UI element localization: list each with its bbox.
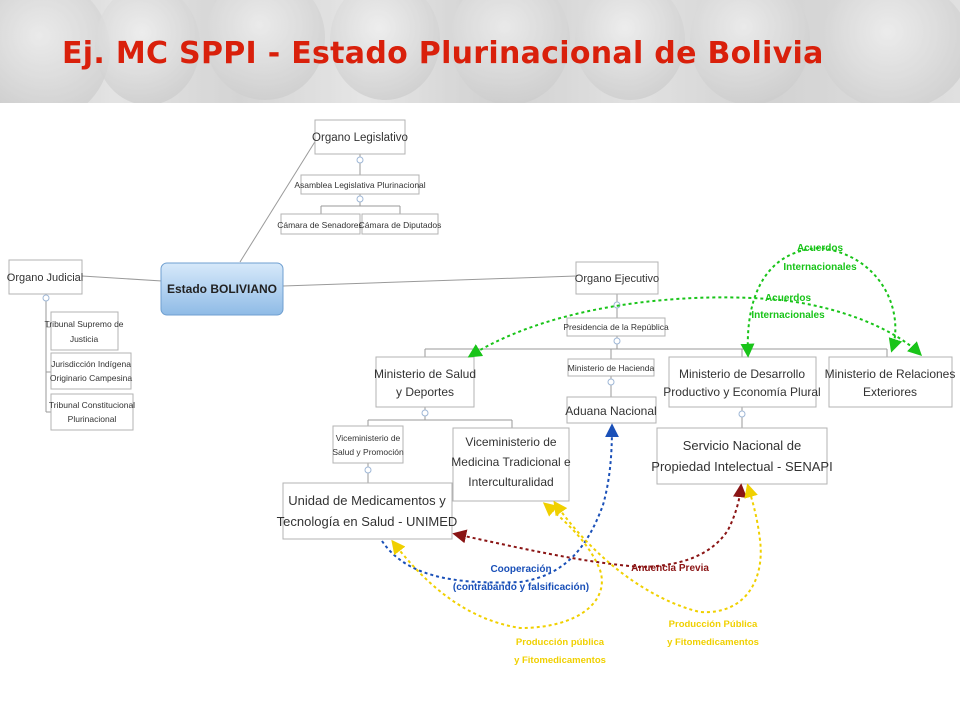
relation-produccion-2: Producción Pública y Fitomedicamentos <box>553 483 762 648</box>
node-ministerio-relaciones[interactable]: Ministerio de Relaciones Exteriores <box>825 356 956 408</box>
node-viceministerio-salud[interactable]: Viceministerio de Salud y Promoción <box>332 425 404 464</box>
relation-label: Internacionales <box>783 262 857 273</box>
relation-produccion-1: Producción pública y Fitomedicamentos <box>391 502 606 666</box>
header-photo <box>95 0 200 103</box>
node-label: Ministerio de Desarrollo <box>679 367 805 381</box>
relation-acuerdos-1: Acuerdos Internacionales <box>740 243 903 358</box>
node-label: Tecnología en Salud - UNIMED <box>277 514 458 529</box>
node-ministerio-hacienda[interactable]: Ministerio de Hacienda <box>567 358 655 377</box>
node-label: Productivo y Economía Plural <box>663 385 820 399</box>
node-label: Ministerio de Salud <box>374 367 476 381</box>
header-photo <box>575 0 685 100</box>
header-photo <box>205 0 325 100</box>
relation-acuerdos-2: Acuerdos Internacionales <box>467 293 923 358</box>
node-label: Interculturalidad <box>468 475 553 489</box>
node-tribunal-constitucional[interactable]: Tribunal Constitucional Plurinacional <box>49 393 135 431</box>
node-organo-ejecutivo[interactable]: Organo Ejecutivo <box>575 261 659 295</box>
node-label: Originario Campesina <box>50 373 132 383</box>
node-presidencia[interactable]: Presidencia de la República <box>563 317 669 337</box>
node-aduana[interactable]: Aduana Nacional <box>565 396 657 424</box>
node-viceministerio-medicina[interactable]: Viceministerio de Medicina Tradicional e… <box>451 427 571 502</box>
relation-label: Producción Pública <box>669 619 758 630</box>
node-label: Unidad de Medicamentos y <box>288 493 446 508</box>
node-organo-judicial[interactable]: Organo Judicial <box>7 259 83 295</box>
node-label: Presidencia de la República <box>563 322 669 332</box>
node-label: y Deportes <box>396 385 454 399</box>
node-jurisdiccion-indigena[interactable]: Jurisdicción Indígena Originario Campesi… <box>50 352 132 390</box>
relation-label: (contrabando y falsificación) <box>453 582 589 593</box>
node-label: Ministerio de Relaciones <box>825 367 956 381</box>
header-photo <box>0 0 110 103</box>
node-label: Propiedad Intelectual - SENAPI <box>651 459 832 474</box>
node-label: Tribunal Supremo de <box>44 319 123 329</box>
node-label: Justicia <box>70 334 99 344</box>
node-label: Tribunal Constitucional <box>49 400 135 410</box>
header-photo <box>450 0 570 103</box>
node-ministerio-salud[interactable]: Ministerio de Salud y Deportes <box>374 356 476 408</box>
node-label: Servicio Nacional de <box>683 438 802 453</box>
relation-label: y Fitomedicamentos <box>667 637 759 648</box>
relation-anuencia: Anuencia Previa <box>452 483 747 574</box>
header-photo <box>330 0 440 100</box>
relation-label: Anuencia Previa <box>631 563 709 574</box>
node-unimed[interactable]: Unidad de Medicamentos y Tecnología en S… <box>277 482 458 540</box>
node-tribunal-supremo[interactable]: Tribunal Supremo de Justicia <box>44 311 124 351</box>
node-camara-senadores[interactable]: Cámara de Senadores <box>277 213 363 235</box>
relation-label: Producción pública <box>516 637 605 648</box>
node-asamblea[interactable]: Asamblea Legislativa Plurinacional <box>294 174 426 195</box>
node-label: Organo Ejecutivo <box>575 273 659 285</box>
header-banner: Ej. MC SPPI - Estado Plurinacional de Bo… <box>0 0 960 103</box>
node-ministerio-desarrollo[interactable]: Ministerio de Desarrollo Productivo y Ec… <box>663 356 821 408</box>
node-camara-diputados[interactable]: Cámara de Diputados <box>359 213 442 235</box>
node-label: Jurisdicción Indígena <box>51 359 131 369</box>
node-label: Organo Judicial <box>7 272 83 284</box>
node-label: Plurinacional <box>68 414 117 424</box>
header-photo <box>820 0 960 103</box>
node-organo-legislativo[interactable]: Organo Legislativo <box>312 119 408 155</box>
header-photo <box>690 0 810 103</box>
node-senapi[interactable]: Servicio Nacional de Propiedad Intelectu… <box>651 427 833 485</box>
node-label: Estado BOLIVIANO <box>167 282 277 296</box>
node-label: Viceministerio de <box>336 433 401 443</box>
node-label: Aduana Nacional <box>565 404 656 418</box>
relation-label: Acuerdos <box>765 293 812 304</box>
node-estado[interactable]: Estado BOLIVIANO <box>160 262 284 316</box>
node-label: Viceministerio de <box>465 435 556 449</box>
relation-label: Cooperación <box>490 564 551 575</box>
node-label: Salud y Promoción <box>332 447 404 457</box>
node-label: Exteriores <box>863 385 917 399</box>
node-label: Asamblea Legislativa Plurinacional <box>294 180 425 190</box>
page-title: Ej. MC SPPI - Estado Plurinacional de Bo… <box>62 36 824 71</box>
relation-cooperacion: Cooperación (contrabando y falsificación… <box>381 423 619 593</box>
node-label: Cámara de Diputados <box>359 220 442 230</box>
node-label: Cámara de Senadores <box>277 220 363 230</box>
mind-map: Estado BOLIVIANO Organo Legislativo Asam… <box>7 119 956 666</box>
node-label: Medicina Tradicional e <box>451 455 571 469</box>
relation-label: Acuerdos <box>797 243 844 254</box>
relation-label: Internacionales <box>751 310 825 321</box>
node-label: Organo Legislativo <box>312 132 408 144</box>
relation-label: y Fitomedicamentos <box>514 655 606 666</box>
node-label: Ministerio de Hacienda <box>568 363 655 373</box>
